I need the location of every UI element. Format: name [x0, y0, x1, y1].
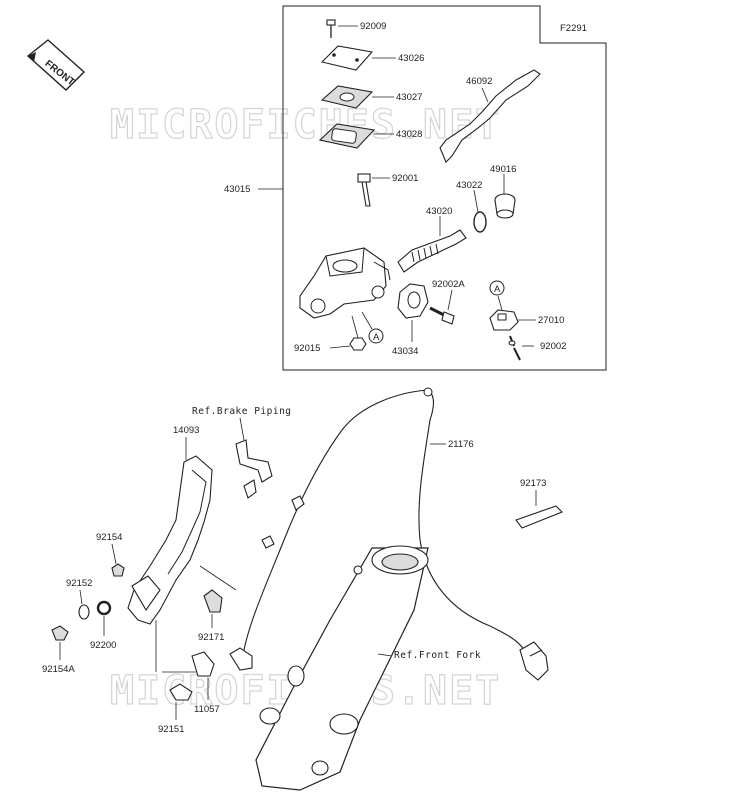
- label-92015: 92015: [294, 343, 320, 354]
- bracket-clip: [243, 479, 257, 499]
- master-cylinder-body: [299, 247, 391, 319]
- abs-sensor-head: [229, 647, 253, 671]
- reservoir-cap: [320, 45, 374, 71]
- label-21176: 21176: [448, 439, 474, 450]
- label-92154: 92154: [96, 532, 122, 543]
- holder-clamp: [397, 283, 429, 319]
- ref-brake-piping: Ref.Brake Piping: [192, 406, 292, 417]
- callout-a-1: [368, 328, 384, 344]
- label-92151: 92151: [158, 724, 184, 735]
- ref-front-fork: Ref.Front Fork: [394, 650, 481, 661]
- screws-92002: [508, 335, 521, 361]
- label-11057: 11057: [194, 704, 220, 715]
- label-46092: 46092: [466, 76, 492, 87]
- label-14093: 14093: [173, 425, 199, 436]
- bolt-92002a: [429, 306, 455, 325]
- clip-92171: [203, 589, 223, 613]
- holder-11057: [191, 651, 215, 677]
- clamp-92173: [515, 505, 563, 529]
- label-92002: 92002: [540, 341, 566, 352]
- bolt-92154a: [51, 625, 69, 641]
- washer-92152: [78, 604, 90, 620]
- front-fork: [255, 545, 429, 791]
- label-92173: 92173: [520, 478, 546, 489]
- watermark-top: MICROFICHES.NET: [110, 102, 501, 148]
- sensor-lead-21176: [243, 389, 525, 651]
- label-92171: 92171: [198, 632, 224, 643]
- figure-id: F2291: [560, 23, 587, 34]
- label-92009: 92009: [360, 21, 386, 32]
- label-27010: 27010: [538, 315, 564, 326]
- label-43028: 43028: [396, 129, 422, 140]
- label-43026: 43026: [398, 53, 424, 64]
- sensor-connector: [519, 641, 549, 681]
- label-43015: 43015: [224, 184, 250, 195]
- brake-lever: [439, 69, 541, 163]
- label-92002A: 92002A: [432, 279, 465, 290]
- label-92200: 92200: [90, 640, 116, 651]
- piston-assembly: [397, 229, 467, 273]
- callout-a-2-text: A: [494, 284, 501, 295]
- label-49016: 49016: [490, 164, 516, 175]
- label-92154A: 92154A: [42, 664, 75, 675]
- callout-a-1-text: A: [373, 332, 380, 343]
- label-43020: 43020: [426, 206, 452, 217]
- label-43027: 43027: [396, 92, 422, 103]
- callout-a-2: [489, 280, 505, 296]
- washer-92200: [96, 600, 112, 616]
- inset-frame: [282, 5, 607, 371]
- bolt-92154: [111, 563, 125, 577]
- nut-92015: [349, 337, 367, 351]
- label-43022: 43022: [456, 180, 482, 191]
- pivot-bolt-92001: [357, 173, 371, 207]
- piping-bracket: [235, 439, 273, 483]
- label-43034: 43034: [392, 346, 418, 357]
- label-92152: 92152: [66, 578, 92, 589]
- screw-92009: [326, 19, 336, 38]
- brake-switch: [489, 309, 519, 331]
- front-arrow-icon: FRONT: [26, 39, 86, 91]
- label-92001: 92001: [392, 173, 418, 184]
- dust-boot: [494, 193, 516, 219]
- snap-ring: [473, 211, 487, 233]
- bolt-92151: [169, 683, 193, 701]
